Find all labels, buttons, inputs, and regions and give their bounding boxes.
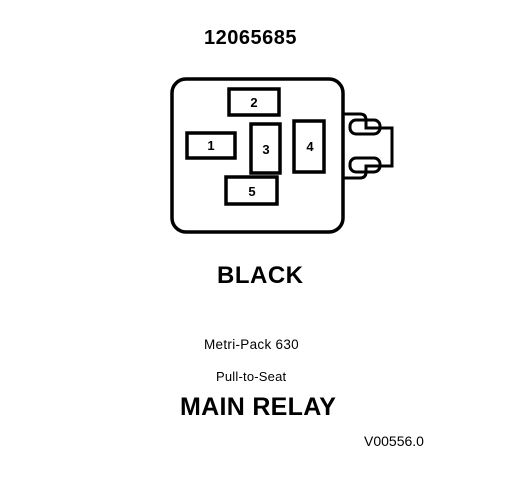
figure-code: V00556.0 <box>364 433 424 449</box>
color-label: BLACK <box>217 262 304 289</box>
cavity-4 <box>292 119 326 174</box>
cavity-4-label: 4 <box>306 139 314 154</box>
component-label: MAIN RELAY <box>180 393 337 421</box>
cavity-1-label: 1 <box>207 138 214 153</box>
cavity-3-label: 3 <box>262 142 269 157</box>
cavity-2-label: 2 <box>250 95 257 110</box>
part-number: 12065685 <box>204 27 297 49</box>
series-label: Metri-Pack 630 <box>204 337 299 352</box>
cavity-2 <box>227 87 281 117</box>
cavity-3 <box>249 122 282 175</box>
type-label: Pull-to-Seat <box>216 369 287 384</box>
cavity-1 <box>185 131 237 160</box>
connector-latch <box>343 112 394 180</box>
cavity-5 <box>224 175 279 206</box>
cavity-5-label: 5 <box>248 184 255 199</box>
